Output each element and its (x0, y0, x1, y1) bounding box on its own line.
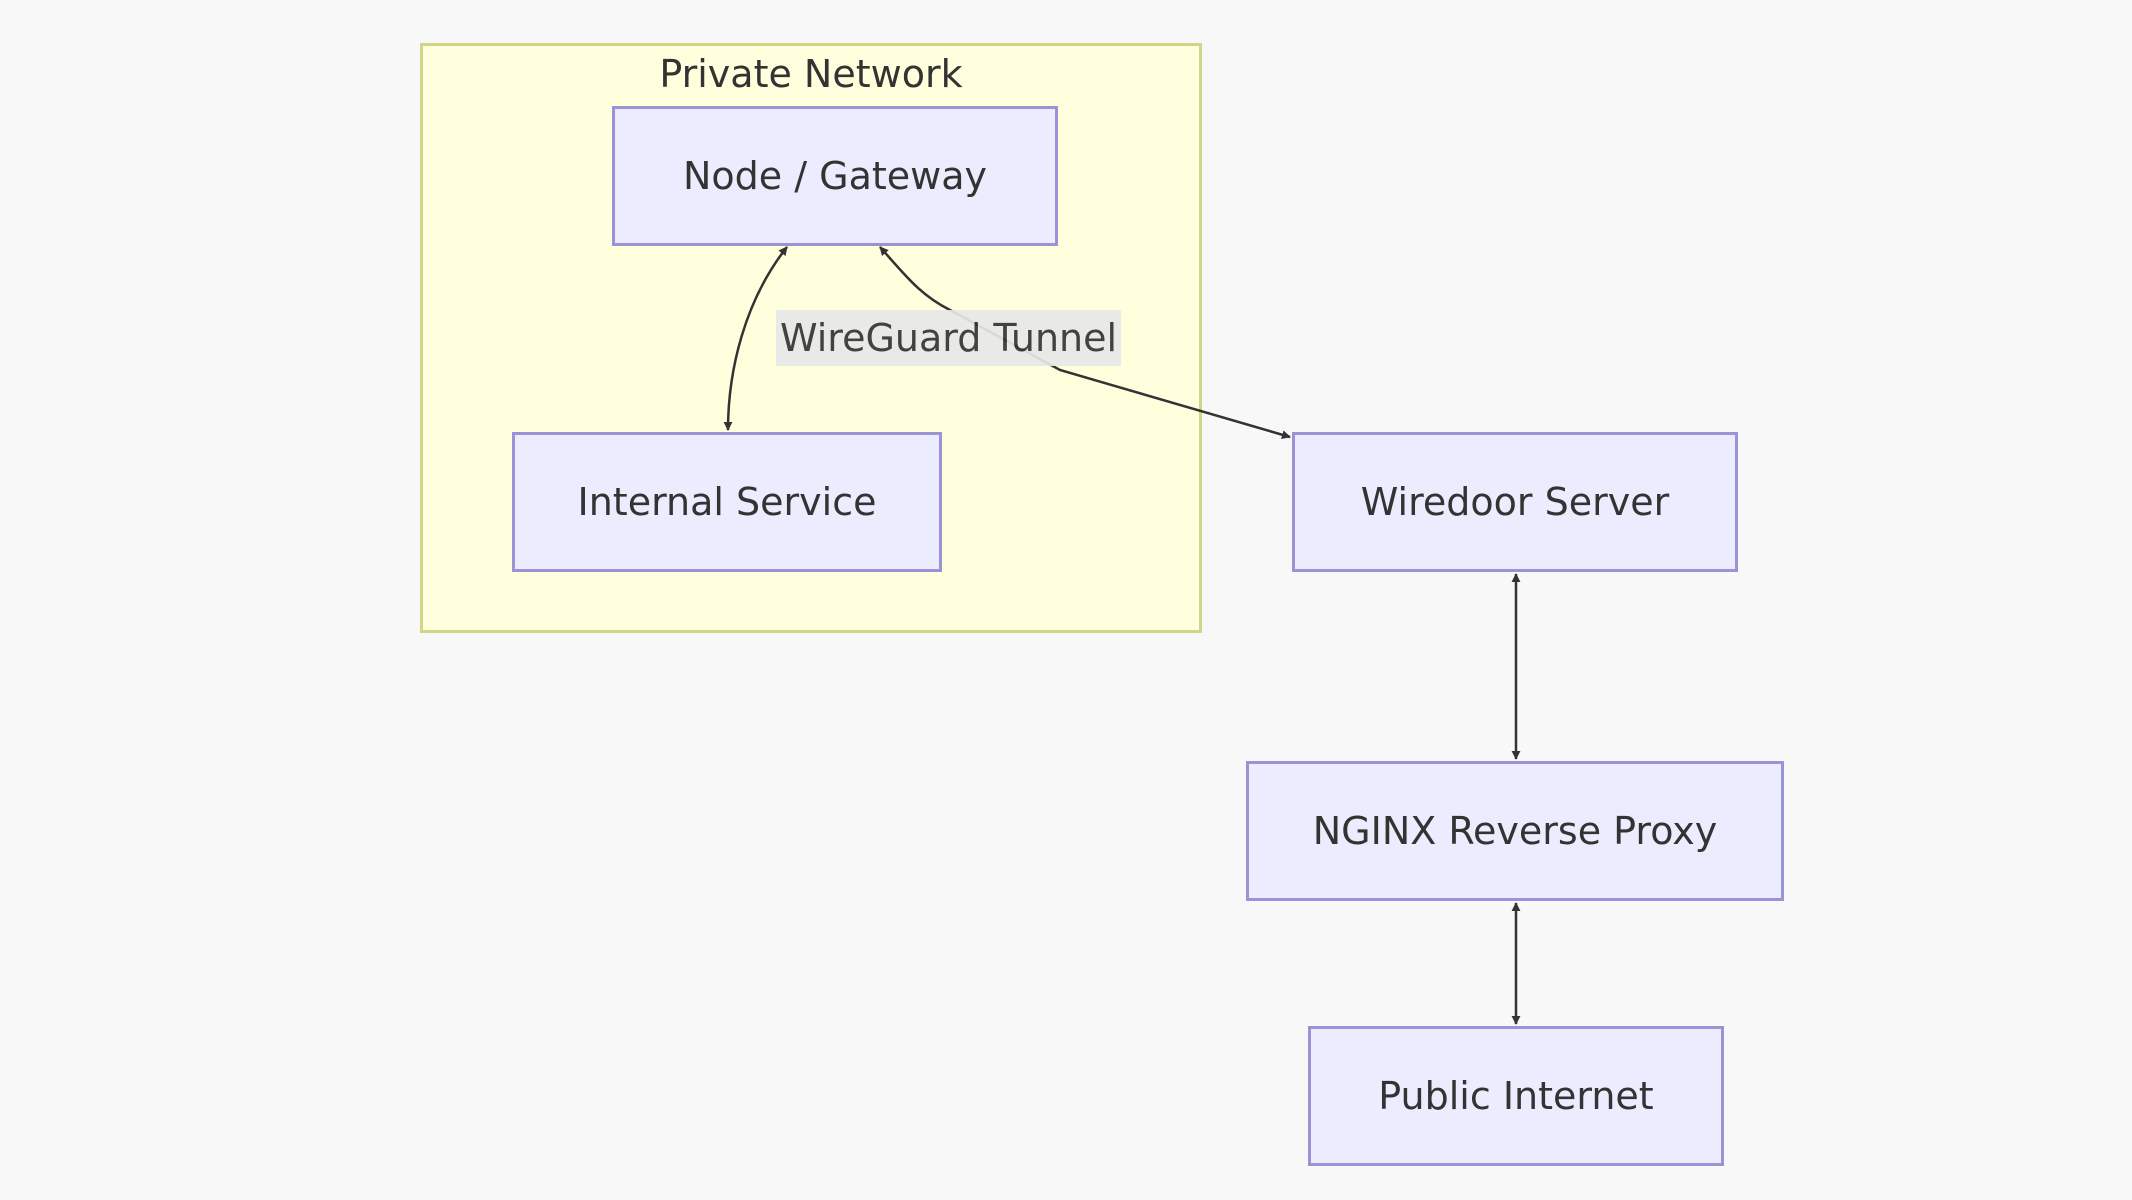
node-public-internet-label: Public Internet (1378, 1074, 1654, 1118)
edge-gateway-wiredoor-tunnel (879, 246, 1291, 440)
node-wiredoor-server-label: Wiredoor Server (1360, 480, 1670, 524)
node-gateway: Node / Gateway (612, 106, 1058, 246)
node-gateway-label: Node / Gateway (683, 154, 987, 198)
node-public-internet: Public Internet (1308, 1026, 1724, 1166)
node-internal-service-label: Internal Service (577, 480, 877, 524)
node-nginx-label: NGINX Reverse Proxy (1312, 809, 1718, 853)
edge-gateway-internal (723, 246, 788, 431)
node-nginx-reverse-proxy: NGINX Reverse Proxy (1246, 761, 1784, 901)
node-wiredoor-server: Wiredoor Server (1292, 432, 1738, 572)
cluster-label: Private Network (659, 52, 963, 96)
node-internal-service: Internal Service (512, 432, 942, 572)
edge-label-wireguard-tunnel: WireGuard Tunnel (776, 310, 1122, 366)
